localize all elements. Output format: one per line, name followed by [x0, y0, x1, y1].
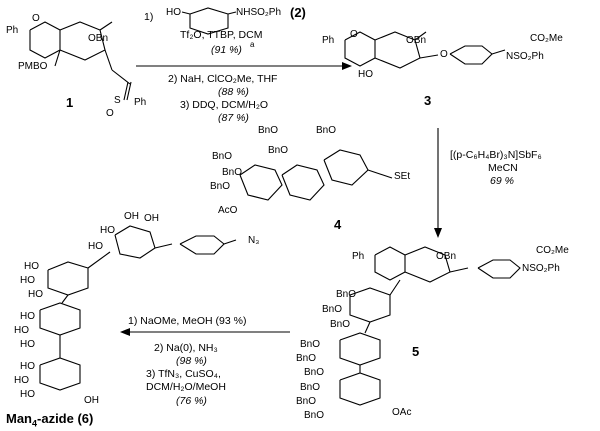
c1-pmbo: PMBO — [18, 61, 48, 72]
c4-bno-1: BnO — [258, 125, 279, 136]
arrow-step-5-to-6 — [120, 328, 290, 336]
c5-bno-3: BnO — [330, 319, 351, 330]
c3-ring-o: O — [350, 29, 358, 40]
c1-ph: Ph — [6, 25, 19, 36]
compound-1-structure — [29, 21, 132, 101]
compound-2-label: (2) — [290, 5, 306, 20]
c5-obn: OBn — [436, 251, 457, 262]
c3-nso2ph: NSO₂Ph — [506, 51, 544, 62]
compound-6-name-sub: 4 — [32, 418, 38, 429]
c5-oac: OAc — [392, 407, 412, 418]
deprotection-step2: 2) Na(0), NH₃ — [154, 342, 218, 354]
glycosylation-yield: 69 % — [490, 175, 514, 187]
c2-ho: HO — [166, 7, 181, 18]
deprotection-step3: 3) TfN₃, CuSO₄, — [146, 368, 221, 380]
c1-s: S — [114, 95, 121, 106]
c4-aco: AcO — [218, 205, 238, 216]
c4-bno-2: BnO — [316, 125, 337, 136]
step1-reagents: Tf₂O, TTBP, DCM — [180, 29, 263, 41]
c6-ho-9: HO — [20, 361, 35, 372]
c5-ph: Ph — [352, 251, 365, 262]
step3-yield: (87 %) — [218, 112, 249, 124]
c6-ho-5: HO — [28, 289, 43, 300]
c5-bno-9: BnO — [304, 410, 325, 421]
c4-bno-6: BnO — [210, 181, 231, 192]
c6-ho-6: HO — [20, 311, 35, 322]
c5-bno-7: BnO — [300, 382, 321, 393]
glycosylation-solvent: MeCN — [488, 162, 518, 174]
deprotection-step3-solvent: DCM/H₂O/MeOH — [146, 381, 226, 393]
compound-4-structure — [239, 149, 393, 201]
compound-3-number: 3 — [424, 93, 432, 108]
c4-bno-4: BnO — [268, 145, 289, 156]
c6-ho-10: HO — [14, 375, 29, 386]
compound-5-structure — [339, 246, 521, 406]
compound-1-number: 1 — [66, 95, 74, 110]
c5-bno-2: BnO — [322, 304, 343, 315]
step2-yield: (88 %) — [218, 86, 249, 98]
glycosylation-reagent: [(p-C₆H₄Br)₃N]SbF₆ — [450, 149, 542, 161]
step3-conditions: 3) DDQ, DCM/H₂O — [180, 99, 269, 111]
c6-ho-1: HO — [100, 225, 115, 236]
c6-ho-4: HO — [20, 275, 35, 286]
c5-bno-8: BnO — [296, 396, 317, 407]
c2-nhso2ph: NHSO₂Ph — [236, 7, 282, 18]
c1-ring-o: O — [32, 13, 40, 24]
arrow-step-3-to-5 — [434, 128, 442, 238]
c6-ho-3: HO — [24, 261, 39, 272]
c4-bno-5: BnO — [222, 167, 243, 178]
c4-set: SEt — [394, 171, 411, 182]
compound-6-name-main: Man — [6, 411, 32, 426]
c6-oh-2: OH — [144, 213, 159, 224]
compound-5-number: 5 — [412, 344, 420, 359]
step1-yield: (91 %) — [211, 44, 242, 56]
step2-conditions: 2) NaH, ClCO₂Me, THF — [168, 73, 278, 85]
c3-co2me: CO₂Me — [530, 33, 563, 44]
step1-footnote: a — [250, 40, 255, 49]
deprotection-step1: 1) NaOMe, MeOH (93 %) — [128, 315, 247, 327]
c1-obn: OBn — [88, 33, 109, 44]
c1-ph-s: Ph — [134, 97, 147, 108]
c6-ho-8: HO — [20, 339, 35, 350]
c5-bno-6: BnO — [304, 367, 325, 378]
compound-2-structure — [181, 7, 237, 35]
c5-co2me: CO₂Me — [536, 245, 569, 256]
compound-6-structure — [39, 225, 237, 391]
compound-6-name-rest: -azide (6) — [37, 411, 94, 426]
deprotection-step3-yield: (76 %) — [176, 395, 207, 407]
c6-ho-11: HO — [20, 389, 35, 400]
c6-oh-1: OH — [124, 211, 139, 222]
compound-4-number: 4 — [334, 217, 342, 232]
c5-nso2ph: NSO₂Ph — [522, 263, 560, 274]
step1-number: 1) — [144, 11, 154, 23]
c5-bno-5: BnO — [296, 353, 317, 364]
c3-ho: HO — [358, 69, 373, 80]
arrow-step-1-to-3 — [136, 62, 352, 70]
c6-oh-3: OH — [84, 395, 99, 406]
c6-n3: N₃ — [248, 235, 260, 246]
c5-bno-1: BnO — [336, 289, 357, 300]
c6-ho-7: HO — [14, 325, 29, 336]
c3-ph: Ph — [322, 35, 335, 46]
c5-bno-4: BnO — [300, 339, 321, 350]
c6-ho-2: HO — [88, 241, 103, 252]
c1-so-o: O — [106, 108, 114, 119]
c4-bno-3: BnO — [212, 151, 233, 162]
compound-6-name: Man4-azide (6) — [6, 412, 93, 429]
c3-obn: OBn — [406, 35, 427, 46]
deprotection-step2-yield: (98 %) — [176, 355, 207, 367]
c3-link-o: O — [440, 49, 448, 60]
compound-3-structure — [344, 31, 506, 69]
